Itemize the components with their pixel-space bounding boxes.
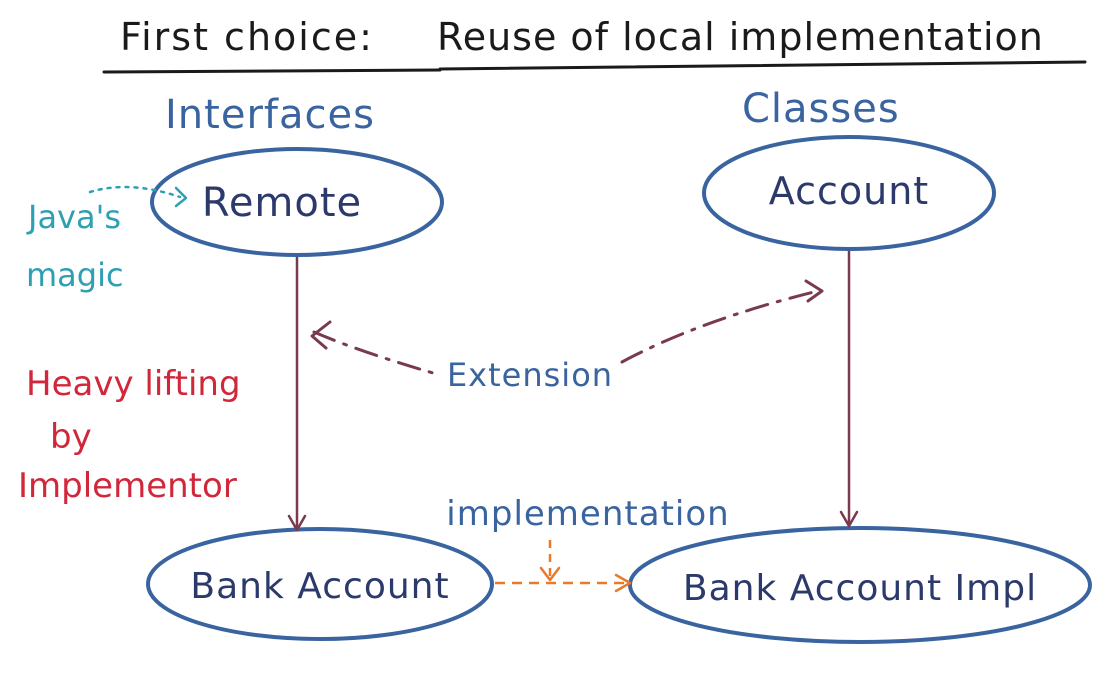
note-heavy: Heavy lifting <box>26 364 241 404</box>
node-bank-account-impl-ellipse <box>628 526 1092 644</box>
title-underline-2 <box>438 60 1087 71</box>
edge-extension-left-arrowhead <box>310 320 332 350</box>
note-javas: Java's <box>26 198 121 236</box>
title-part2: Reuse of local implementation <box>437 15 1044 59</box>
node-bank-account-impl: Bank Account Impl <box>628 526 1092 644</box>
edge-remote-to-bank-account <box>287 257 307 532</box>
node-bank-account-label: Bank Account <box>190 566 449 607</box>
node-bank-account: Bank Account <box>146 527 494 641</box>
title: First choice: Reuse of local implementat… <box>102 15 1087 74</box>
column-heading-classes: Classes <box>742 86 900 132</box>
edge-extension-label: Extension <box>447 356 613 394</box>
edge-extension-right-dash <box>620 289 820 364</box>
note-javas-magic: Java's magic <box>26 185 188 294</box>
note-by: by <box>50 417 92 457</box>
edge-account-to-impl <box>839 251 859 528</box>
note-magic: magic <box>26 256 124 294</box>
node-remote-ellipse <box>150 147 444 257</box>
node-bank-account-impl-label: Bank Account Impl <box>683 568 1037 609</box>
edge-implementation-pointer-head <box>539 566 561 582</box>
note-heavy-lifting: Heavy lifting by Implementor <box>18 364 241 506</box>
column-heading-interfaces: Interfaces <box>165 92 375 138</box>
edge-implementation: implementation <box>446 494 729 593</box>
edge-extension: Extension <box>310 279 824 394</box>
edge-implementation-arrowhead <box>614 573 632 593</box>
title-underline-1 <box>102 68 442 74</box>
node-remote: Remote <box>150 147 444 257</box>
node-remote-label: Remote <box>202 180 362 226</box>
note-implementor: Implementor <box>18 466 237 506</box>
edge-extension-right-arrowhead <box>804 279 824 303</box>
edge-remote-to-bank-account-arrowhead <box>287 514 307 532</box>
node-account-ellipse <box>702 135 996 251</box>
note-javas-magic-arrowhead <box>174 186 188 208</box>
node-account-label: Account <box>769 169 929 213</box>
note-javas-magic-arrow <box>88 185 182 199</box>
title-part1: First choice: <box>120 15 374 59</box>
edge-account-to-impl-arrowhead <box>839 510 859 528</box>
node-account: Account <box>702 135 996 251</box>
edge-implementation-label: implementation <box>446 494 729 534</box>
node-bank-account-ellipse <box>146 527 494 641</box>
edge-extension-left-dash <box>312 330 442 377</box>
